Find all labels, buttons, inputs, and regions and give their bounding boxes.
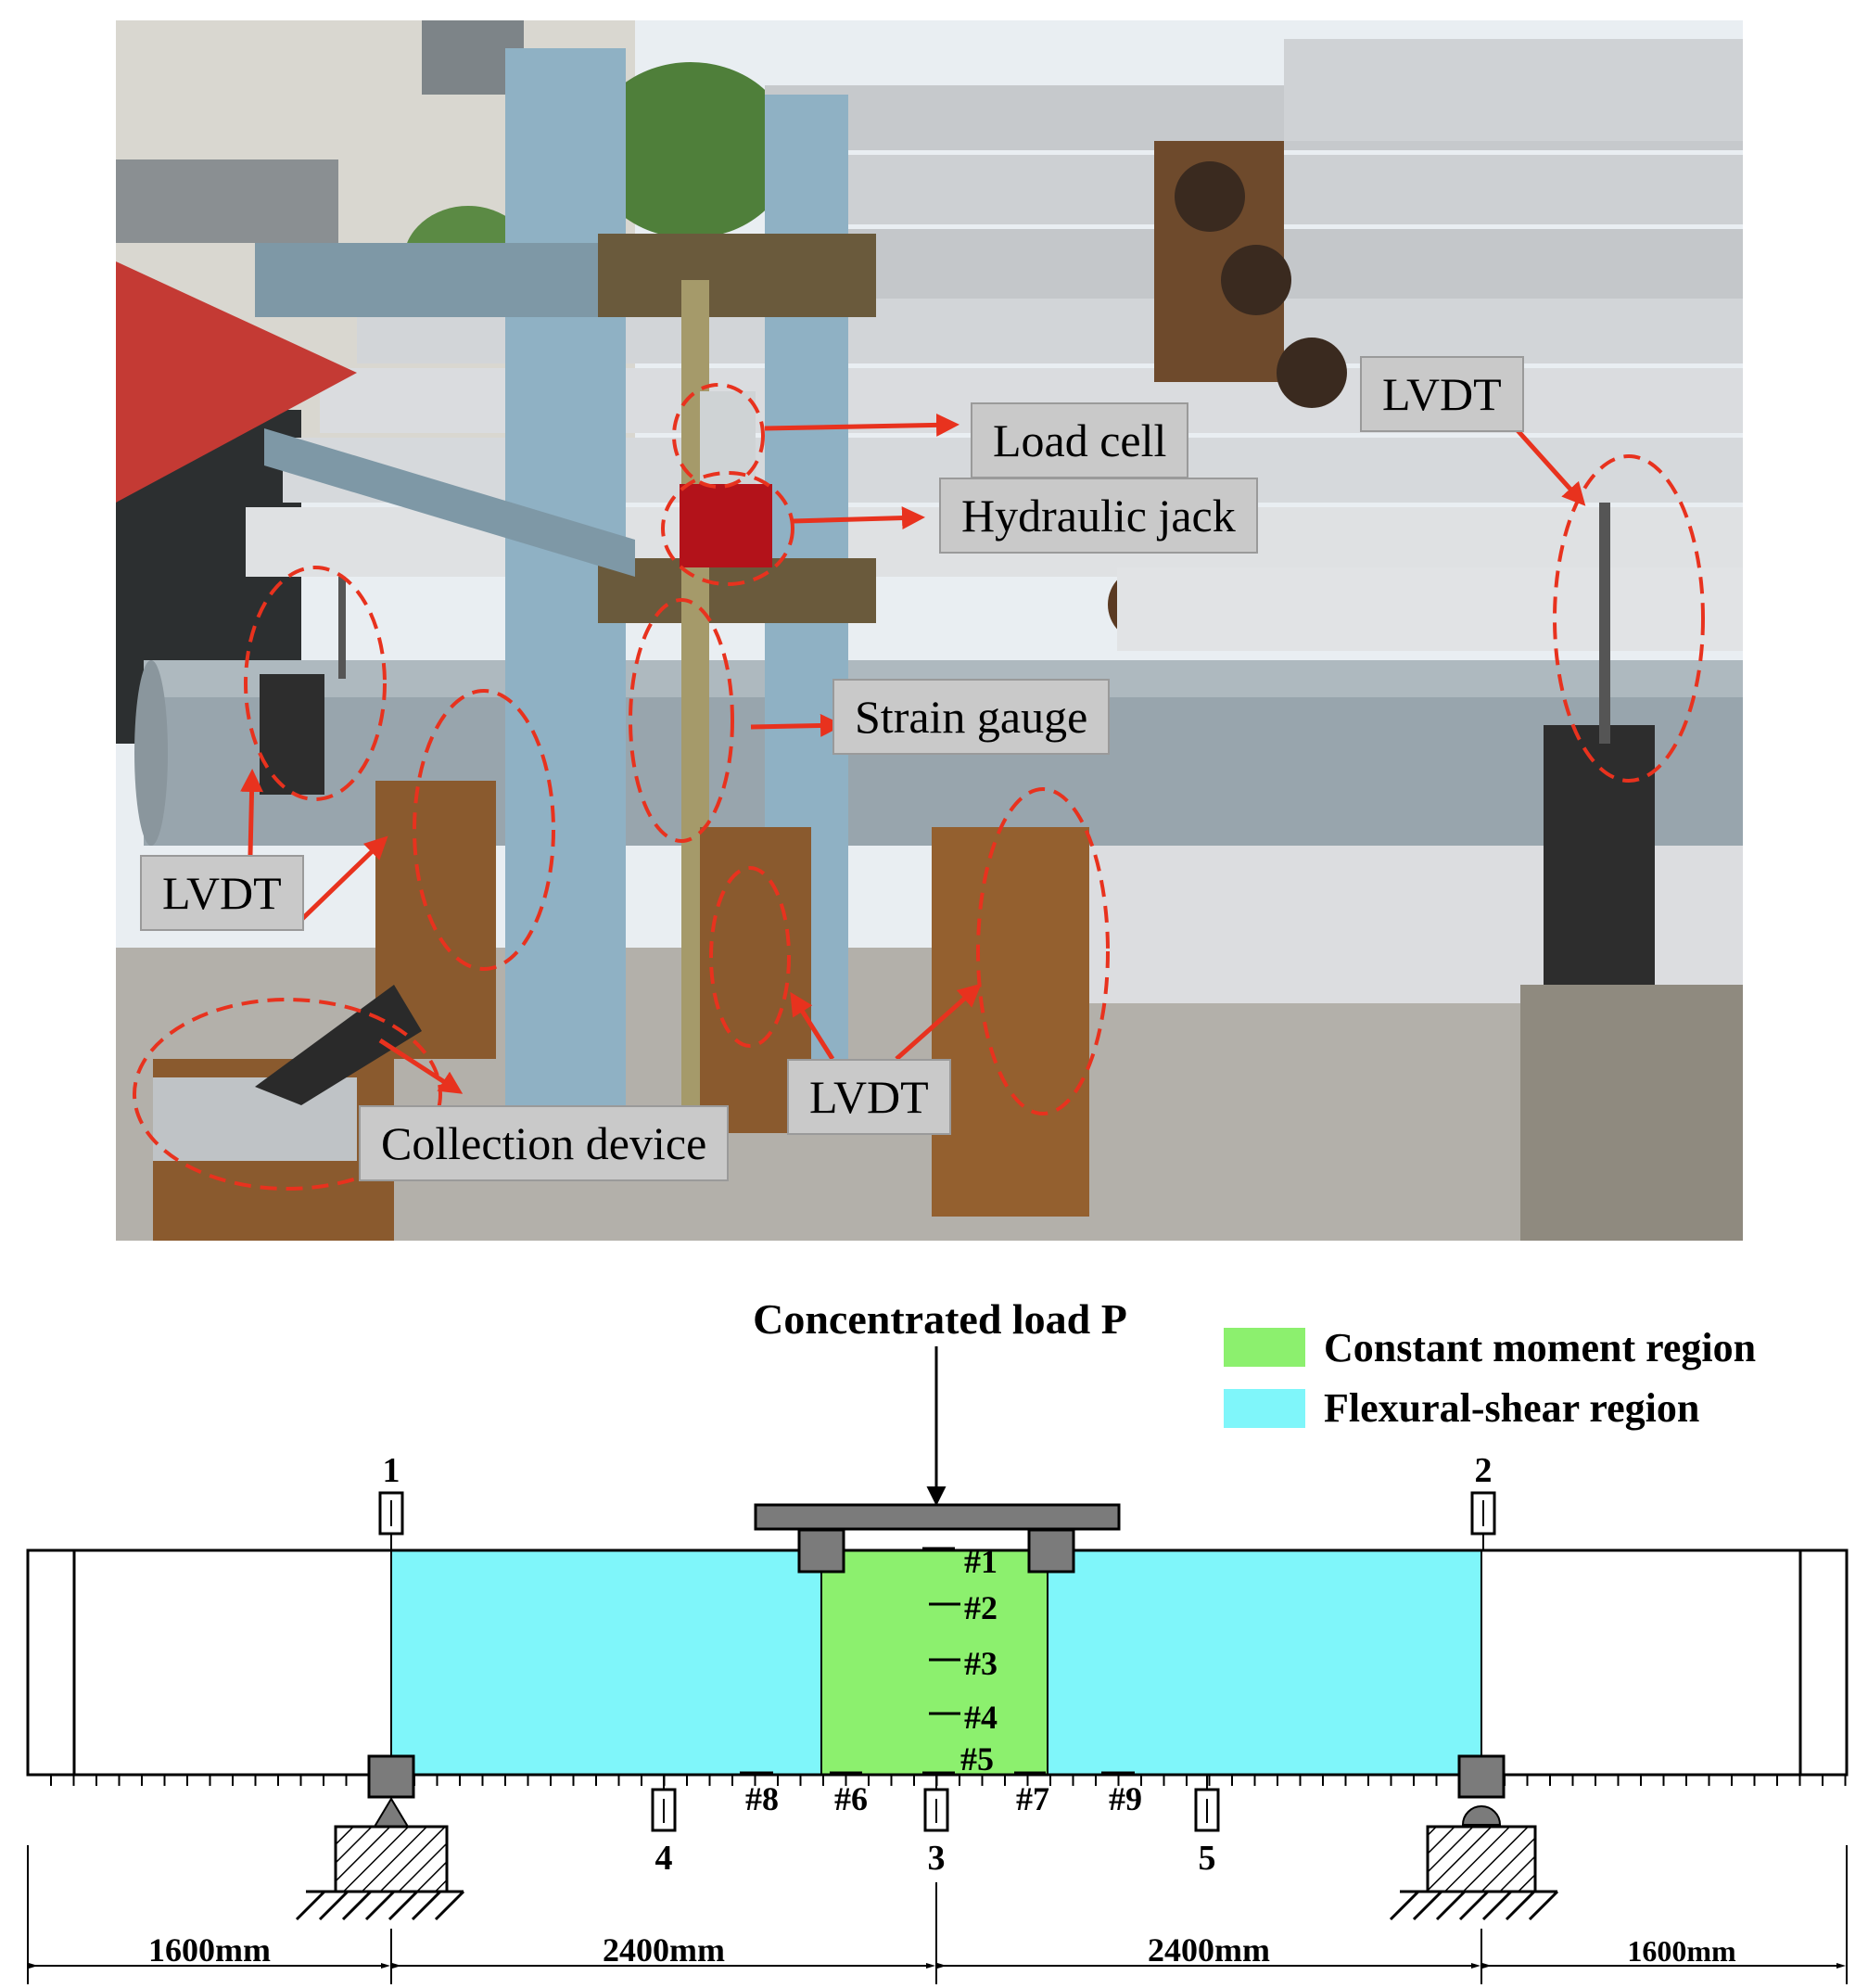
ground-hatch-right (1389, 1890, 1559, 1921)
support-bearing-left (367, 1754, 415, 1799)
building-window (116, 159, 338, 243)
load-cell (700, 391, 756, 493)
label-collection-device: Collection device (359, 1105, 730, 1181)
lvdt-4-label: 4 (655, 1839, 673, 1878)
support-block-left (334, 1825, 449, 1893)
lvdt-rod-right (1599, 503, 1610, 744)
dimension-label-3: 2400mm (1148, 1931, 1270, 1969)
photo-illustration (116, 20, 1743, 1241)
constant-moment-region (821, 1550, 1048, 1775)
legend-label-flexural-shear: Flexural-shear region (1324, 1385, 1699, 1431)
spreader-beam (754, 1503, 1121, 1531)
left-support (260, 674, 324, 795)
schematic-svg: Concentrated load P Constant moment regi… (26, 1295, 1849, 1984)
label-lvdt-center: LVDT (787, 1059, 951, 1135)
legend-label-constant-moment: Constant moment region (1324, 1325, 1756, 1370)
concrete-pedestal (1520, 985, 1743, 1241)
red-umbrella (116, 261, 357, 503)
roller-support-icon (1461, 1805, 1502, 1826)
collection-device-lid (255, 985, 422, 1105)
dimension-label-1: 1600mm (148, 1931, 271, 1969)
gauge-4-label: #4 (964, 1699, 998, 1736)
flexural-shear-region-left (391, 1550, 821, 1775)
label-lvdt-left: LVDT (140, 855, 304, 931)
right-support (1544, 725, 1655, 994)
gauge-6-label: #6 (834, 1780, 868, 1817)
label-load-cell: Load cell (971, 402, 1189, 478)
label-strain-gauge: Strain gauge (832, 679, 1111, 755)
gauge-5-label: #5 (960, 1740, 994, 1778)
annotation-ellipses (133, 383, 1705, 1191)
gauge-7-label: #7 (1016, 1780, 1049, 1817)
support-bearing-right (1457, 1754, 1506, 1799)
dimension-lines (27, 1845, 1848, 1984)
beam-ticks (50, 1775, 1847, 1786)
legend-swatch-constant-moment (1224, 1328, 1305, 1367)
test-setup-photo: Load cell Hydraulic jack Strain gauge LV… (116, 20, 1743, 1241)
loading-pad-right (1027, 1528, 1075, 1574)
label-hydraulic-jack: Hydraulic jack (939, 478, 1258, 554)
gauge-2-label: #2 (964, 1589, 998, 1626)
lvdt-rod-left (338, 577, 346, 679)
load-label: Concentrated load P (753, 1295, 1127, 1343)
lvdt-stems (390, 1500, 1484, 1823)
strain-gauge-marks (740, 1547, 1135, 1775)
dimension-label-4: 1600mm (1627, 1934, 1736, 1968)
loading-pad-left (797, 1528, 845, 1574)
lvdt-2-label: 2 (1475, 1451, 1493, 1490)
gauge-8-label: #8 (745, 1780, 779, 1817)
dimension-label-2: 2400mm (603, 1931, 725, 1969)
test-schematic-diagram: Concentrated load P Constant moment regi… (0, 1280, 1868, 1988)
lvdt-5-label: 5 (1199, 1839, 1216, 1878)
lvdt-1-label: 1 (383, 1451, 400, 1490)
tree (589, 62, 793, 238)
support-block-right (1426, 1825, 1537, 1893)
annotation-arrows (240, 413, 1586, 1094)
pin-support-icon (373, 1797, 410, 1828)
gauge-9-label: #9 (1109, 1780, 1142, 1817)
legend-swatch-flexural-shear (1224, 1389, 1305, 1428)
ground-hatch-left (295, 1890, 465, 1921)
hydraulic-jack (680, 484, 772, 567)
flexural-shear-region-right (1048, 1550, 1481, 1775)
gauge-1-label: #1 (964, 1543, 998, 1580)
lvdt-3-label: 3 (928, 1839, 946, 1878)
collection-device (153, 1077, 357, 1161)
gauge-3-label: #3 (964, 1645, 998, 1682)
label-lvdt-right: LVDT (1360, 356, 1524, 432)
